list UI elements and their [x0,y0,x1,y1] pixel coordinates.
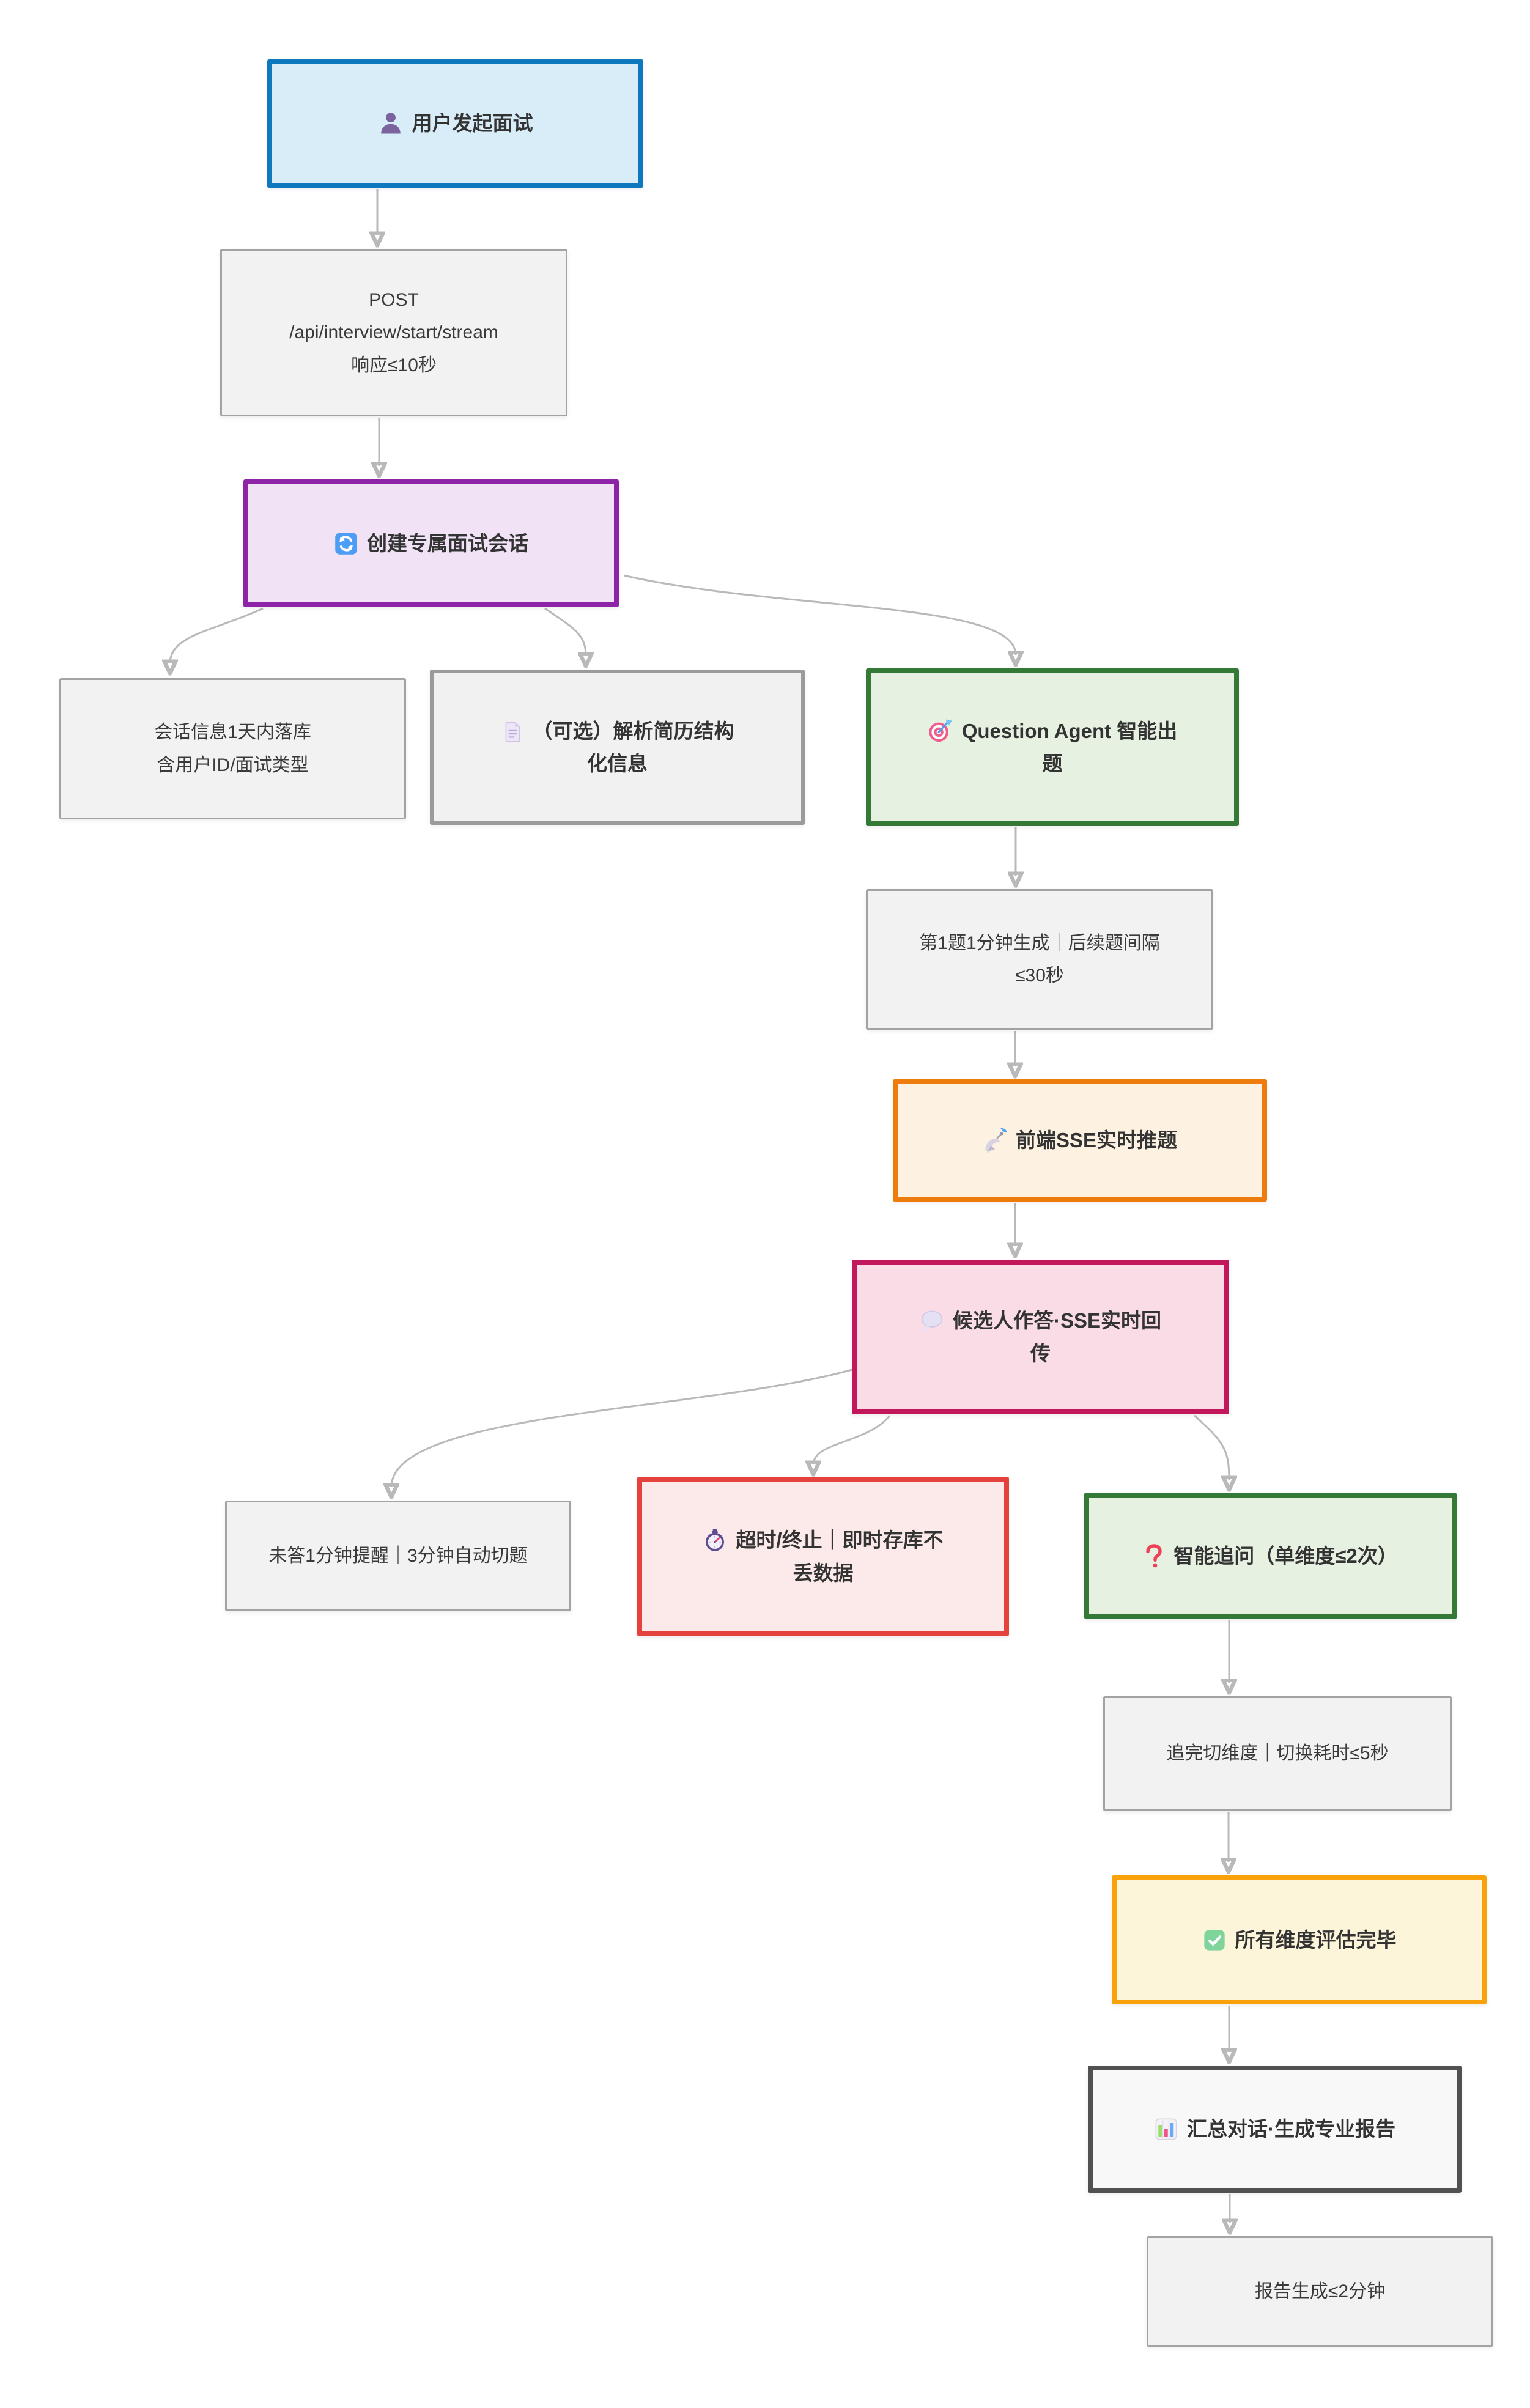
check-icon [1202,1928,1227,1952]
node-label: 第1题1分钟生成｜后续题间隔 ≤30秒 [919,933,1160,986]
node-followup: 智能追问（单维度≤2次） [1084,1493,1457,1619]
node-label: 未答1分钟提醒｜3分钟自动切题 [268,1545,528,1566]
node-timeout-save: 超时/终止｜即时存库不 丢数据 [637,1477,1009,1636]
user-icon [378,110,404,136]
node-sse-push: 前端SSE实时推题 [893,1079,1267,1202]
node-resume-parse: （可选）解析简历结构 化信息 [430,670,805,825]
node-first-question-timing: 第1题1分钟生成｜后续题间隔 ≤30秒 [866,889,1213,1030]
stopwatch-icon [703,1528,727,1553]
node-label: 报告生成≤2分钟 [1254,2281,1386,2302]
target-icon [928,718,953,744]
node-report-timing: 报告生成≤2分钟 [1147,2236,1493,2347]
edge [544,607,586,656]
node-label: 追完切维度｜切换耗时≤5秒 [1166,1743,1389,1764]
chart-icon [1154,2117,1178,2141]
speech-icon [920,1309,944,1333]
node-label: 前端SSE实时推题 [1015,1129,1178,1152]
edge [813,1415,891,1464]
node-label: 候选人作答·SSE实时回 传 [952,1309,1162,1365]
document-icon [501,720,524,744]
node-generate-report: 汇总对话·生成专业报告 [1088,2066,1462,2193]
satellite-icon [983,1128,1007,1153]
node-all-dimensions-done: 所有维度评估完毕 [1112,1875,1487,2004]
edge [391,1368,852,1487]
node-label: 所有维度评估完毕 [1235,1928,1397,1951]
edge [1194,1414,1229,1480]
edge [170,607,264,663]
question-icon [1143,1544,1165,1568]
node-candidate-answer: 候选人作答·SSE实时回 传 [852,1260,1229,1414]
node-label: 会话信息1天内落库 含用户ID/面试类型 [154,722,311,775]
node-label: Question Agent 智能出 题 [961,719,1178,775]
node-user-start: 用户发起面试 [267,59,643,188]
node-question-agent: Question Agent 智能出 题 [866,668,1239,826]
node-label: 创建专属面试会话 [367,531,528,555]
node-api-call: POST /api/interview/start/stream 响应≤10秒 [220,249,567,416]
node-label: POST /api/interview/start/stream 响应≤10秒 [289,289,498,375]
node-session-db: 会话信息1天内落库 含用户ID/面试类型 [59,678,406,819]
edge [623,574,1016,655]
node-unanswered-reminder: 未答1分钟提醒｜3分钟自动切题 [225,1501,571,1611]
node-dimension-switch: 追完切维度｜切换耗时≤5秒 [1103,1696,1452,1811]
node-label: 智能追问（单维度≤2次） [1173,1544,1398,1567]
node-label: 汇总对话·生成专业报告 [1187,2118,1395,2141]
node-label: （可选）解析简历结构 化信息 [532,719,734,775]
node-label: 超时/终止｜即时存库不 丢数据 [736,1529,944,1584]
node-create-session: 创建专属面试会话 [243,479,619,607]
node-label: 用户发起面试 [412,112,533,135]
sync-icon [334,531,358,556]
